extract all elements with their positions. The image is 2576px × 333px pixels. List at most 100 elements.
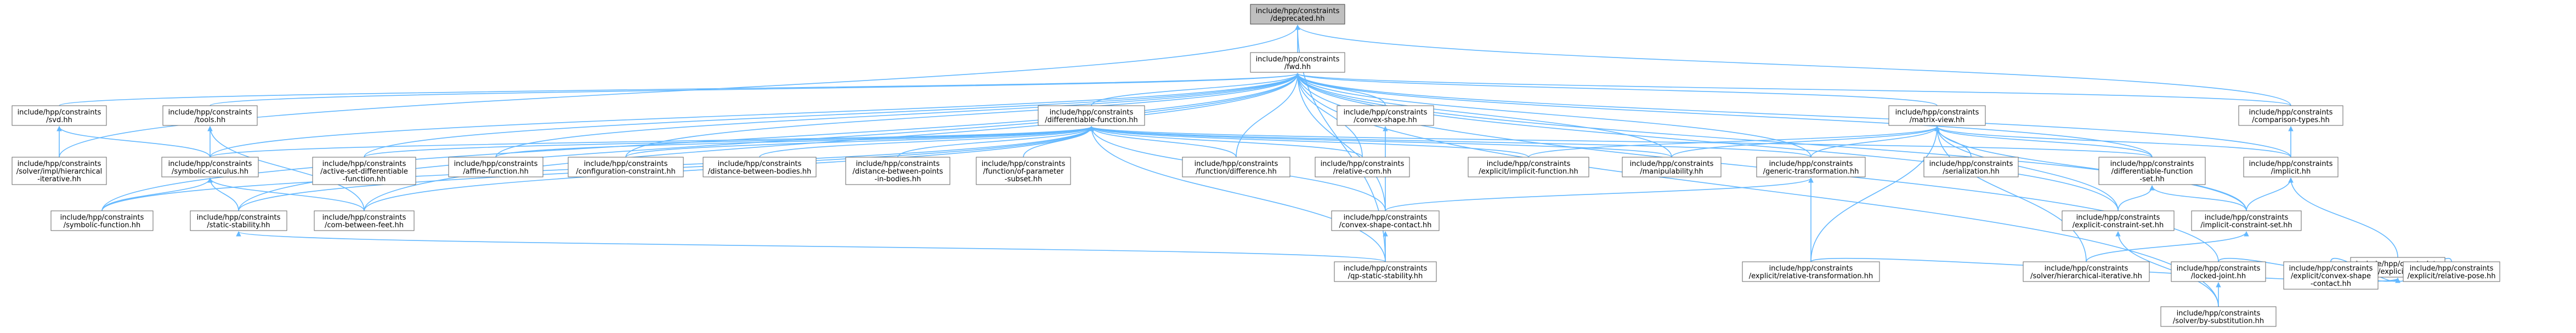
node-serialization[interactable]: include/hpp/constraints/serialization.hh: [1923, 157, 2019, 177]
dependency-edge: [1295, 73, 1386, 211]
node-box: [1337, 105, 1434, 126]
node-symbolic-fn[interactable]: include/hpp/constraints/symbolic-functio…: [50, 210, 154, 231]
node-label-line: -function.hh: [343, 175, 386, 183]
node-label-line: /affine-function.hh: [463, 168, 529, 176]
node-label-line: include/hpp/constraints: [1321, 160, 1405, 168]
node-label-line: include/hpp/constraints: [168, 160, 252, 168]
dependency-edge: [2149, 185, 2247, 211]
node-label-line: include/hpp/constraints: [2177, 265, 2261, 273]
node-label-line: /implicit-constraint-set.hh: [2200, 221, 2292, 229]
node-label-line: include/hpp/constraints: [1050, 108, 1134, 117]
node-manipulability[interactable]: include/hpp/constraints/manipulability.h…: [1622, 157, 1722, 177]
node-label-line: include/hpp/constraints: [1929, 160, 2013, 168]
dependency-edge: [1089, 126, 1363, 158]
node-box: [2171, 261, 2266, 282]
node-tools[interactable]: include/hpp/constraints/tools.hh: [162, 105, 258, 126]
node-com-between-feet[interactable]: include/hpp/constraints/com-between-feet…: [314, 210, 415, 231]
dependency-edge: [1089, 126, 1237, 158]
node-convex-shape[interactable]: include/hpp/constraints/convex-shape.hh: [1337, 105, 1434, 126]
node-convex-shape-contact[interactable]: include/hpp/constraints/convex-shape-con…: [1331, 210, 1440, 231]
node-explicit-rel-transf[interactable]: include/hpp/constraints/explicit/relativ…: [1742, 261, 1880, 282]
node-box: [190, 210, 287, 231]
node-locked-joint[interactable]: include/hpp/constraints/locked-joint.hh: [2171, 261, 2266, 282]
dependency-edge: [1934, 126, 2087, 262]
node-label-line: /explicit-constraint-set.hh: [2073, 221, 2164, 229]
node-explicit-convex[interactable]: include/hpp/constraints/explicit/convex-…: [2283, 261, 2379, 290]
node-label-line: include/hpp/constraints: [2076, 214, 2160, 222]
node-explicit-implicit[interactable]: include/hpp/constraints/explicit/implici…: [1468, 157, 1589, 177]
node-label-line: include/hpp/constraints: [2205, 214, 2289, 222]
node-matrix-view[interactable]: include/hpp/constraints/matrix-view.hh: [1888, 105, 1986, 126]
node-label-line: include/hpp/constraints: [718, 160, 802, 168]
node-label-line: include/hpp/constraints: [2249, 160, 2333, 168]
dependency-edge: [1295, 73, 2119, 211]
node-box: [314, 210, 415, 231]
node-label-line: include/hpp/constraints: [2045, 265, 2128, 273]
node-label-line: -iterative.hh: [37, 175, 81, 183]
node-label-line: include/hpp/constraints: [2249, 108, 2333, 117]
dependency-edge: [56, 126, 211, 158]
node-diff-fn[interactable]: include/hpp/constraints/differentiable-f…: [1038, 105, 1145, 126]
node-label-line: /relative-com.hh: [1333, 168, 1391, 176]
node-solver-hier[interactable]: include/hpp/constraints/solver/hierarchi…: [2023, 261, 2150, 282]
node-diff-fn-set[interactable]: include/hpp/constraints/differentiable-f…: [2098, 157, 2206, 185]
node-label-line: -subset.hh: [1005, 175, 1042, 183]
node-fn-param-subset[interactable]: include/hpp/constraints/function/of-para…: [976, 157, 1071, 185]
dependency-edge: [759, 126, 1094, 158]
node-label-line: /solver/by-substitution.hh: [2173, 317, 2264, 325]
node-label-line: /solver/hierarchical-iterative.hh: [2030, 272, 2142, 280]
node-dist-points[interactable]: include/hpp/constraints/distance-between…: [845, 157, 950, 185]
node-symbolic-calc[interactable]: include/hpp/constraints/symbolic-calculu…: [161, 157, 259, 177]
node-label-line: /solver/impl/hierarchical: [16, 168, 103, 176]
dependency-edge: [1934, 126, 2247, 211]
dependency-edge: [495, 126, 1094, 158]
node-dist-bodies[interactable]: include/hpp/constraints/distance-between…: [703, 157, 817, 177]
node-label-line: include/hpp/constraints: [2110, 160, 2194, 168]
node-svd[interactable]: include/hpp/constraints/svd.hh: [12, 105, 107, 126]
dependency-edge: [210, 73, 1300, 106]
dependency-edge: [1295, 73, 1672, 158]
node-fwd[interactable]: include/hpp/constraints/fwd.hh: [1250, 52, 1345, 73]
dependency-edge: [2288, 177, 2398, 258]
node-static-stability[interactable]: include/hpp/constraints/static-stability…: [190, 210, 287, 231]
dependency-edge: [495, 73, 1300, 158]
dependency-edge: [2086, 231, 2249, 262]
dependency-edge: [1089, 126, 1529, 158]
node-box: [1250, 4, 1345, 25]
node-implicit[interactable]: include/hpp/constraints/implicit.hh: [2243, 157, 2339, 177]
node-label-line: /differentiable-function.hh: [1045, 116, 1137, 124]
node-box: [703, 157, 817, 177]
dependency-edge: [1089, 126, 1386, 262]
node-label-line: /static-stability.hh: [207, 221, 270, 229]
node-label-line: /distance-between-points: [853, 168, 943, 176]
node-box: [2283, 261, 2379, 290]
node-qp-static[interactable]: include/hpp/constraints/qp-static-stabil…: [1334, 261, 1437, 282]
dependency-edge: [1089, 126, 1811, 158]
node-solver-by-subst[interactable]: include/hpp/constraints/solver/by-substi…: [2160, 306, 2277, 327]
node-explicit-rel-pose[interactable]: include/hpp/constraints/explicit/relativ…: [2403, 261, 2500, 282]
node-label-line: /tools.hh: [195, 116, 225, 124]
node-label-line: /function/of-parameter: [983, 168, 1064, 176]
node-label-line: /differentiable-function: [2111, 168, 2193, 176]
node-label-line: /explicit/relative-transformation.hh: [1749, 272, 1873, 280]
node-label-line: include/hpp/constraints: [1344, 108, 1428, 117]
node-deprecated[interactable]: include/hpp/constraints/deprecated.hh: [1250, 4, 1345, 25]
dependency-edge: [2246, 177, 2294, 211]
dependency-edge: [1528, 126, 1940, 158]
node-fn-difference[interactable]: include/hpp/constraints/function/differe…: [1182, 157, 1290, 177]
node-relative-com[interactable]: include/hpp/constraints/relative-com.hh: [1315, 157, 1410, 177]
dependency-edge: [1810, 126, 1940, 262]
node-affine[interactable]: include/hpp/constraints/affine-function.…: [448, 157, 543, 177]
node-box: [1923, 157, 2019, 177]
node-implicit-cset[interactable]: include/hpp/constraints/implicit-constra…: [2191, 210, 2302, 231]
dependency-edge: [207, 177, 365, 211]
node-explicit-cset[interactable]: include/hpp/constraints/explicit-constra…: [2062, 210, 2175, 231]
node-comparison[interactable]: include/hpp/constraints/comparison-types…: [2238, 105, 2343, 126]
node-config-constraint[interactable]: include/hpp/constraints/configuration-co…: [568, 157, 684, 177]
node-generic-transf[interactable]: include/hpp/constraints/generic-transfor…: [1756, 157, 1866, 177]
node-solver-hier-iter[interactable]: include/hpp/constraints/solver/impl/hier…: [12, 157, 107, 185]
dependency-edge: [1091, 73, 1300, 106]
node-active-set[interactable]: include/hpp/constraints/active-set-diffe…: [312, 157, 416, 185]
dependency-edge: [1385, 177, 1814, 211]
